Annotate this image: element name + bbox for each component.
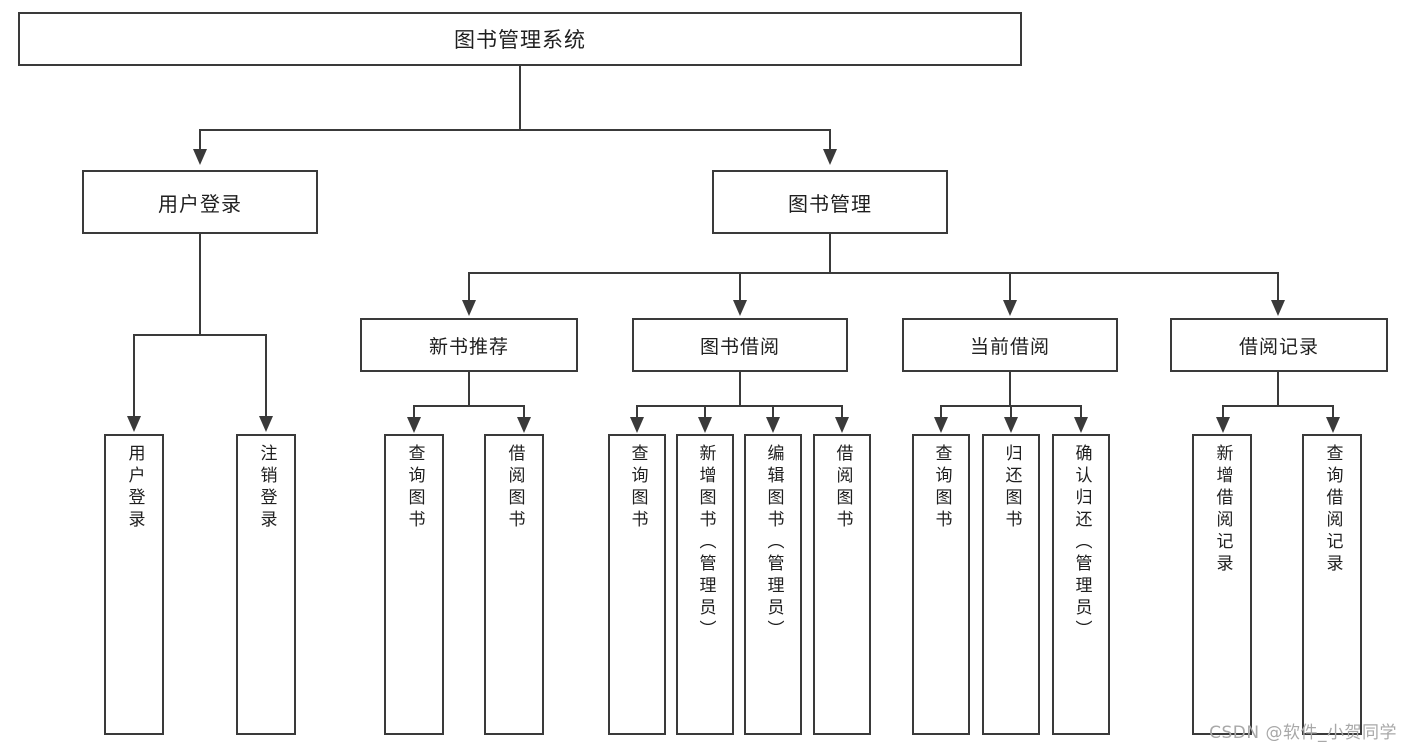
connector-bookborrow-drop-2 <box>704 405 706 419</box>
leaf-add-record[interactable]: 新增借阅记录 <box>1192 434 1252 735</box>
connector-currentborrow-stem <box>1009 372 1011 406</box>
leaf-query-record[interactable]: 查询借阅记录 <box>1302 434 1362 735</box>
node-label: 用户登录 <box>158 191 242 216</box>
connector-bookborrow-drop-1 <box>636 405 638 419</box>
node-borrow-record[interactable]: 借阅记录 <box>1170 318 1388 372</box>
arrow-to-leaf-return-book <box>1004 417 1018 433</box>
node-label: 图书借阅 <box>699 335 780 358</box>
node-user-login[interactable]: 用户登录 <box>82 170 318 234</box>
connector-root-stem <box>519 66 521 130</box>
leaf-label: 新增借阅记录 <box>1212 444 1233 576</box>
connector-bookmanage-stem <box>829 234 831 273</box>
arrow-to-user-login <box>193 149 207 165</box>
connector-borrowrecord-bar <box>1222 405 1334 407</box>
leaf-query-book-new[interactable]: 查询图书 <box>384 434 444 735</box>
arrow-to-leaf-confirm-return <box>1074 417 1088 433</box>
connector-bookmanage-drop-2 <box>739 272 741 302</box>
connector-bookmanage-drop-3 <box>1009 272 1011 302</box>
connector-currentborrow-drop-3 <box>1080 405 1082 419</box>
connector-newbook-drop-1 <box>413 405 415 419</box>
leaf-user-logout[interactable]: 注销登录 <box>236 434 296 735</box>
leaf-add-book[interactable]: 新增图书（管理员） <box>676 434 734 735</box>
arrow-to-borrow-record <box>1271 300 1285 316</box>
arrow-to-leaf-borrow-book-1 <box>517 417 531 433</box>
node-label: 图书管理 <box>788 191 872 216</box>
connector-borrowrecord-drop-2 <box>1332 405 1334 419</box>
connector-root-right-drop <box>829 129 831 151</box>
arrow-to-leaf-borrow-book-2 <box>835 417 849 433</box>
arrow-to-new-book-recommend <box>462 300 476 316</box>
connector-bookmanage-drop-4 <box>1277 272 1279 302</box>
leaf-query-book-current[interactable]: 查询图书 <box>912 434 970 735</box>
leaf-label: 编辑图书（管理员） <box>763 444 784 642</box>
arrow-to-book-borrow <box>733 300 747 316</box>
leaf-label: 新增图书（管理员） <box>695 444 716 642</box>
connector-newbook-bar <box>413 405 525 407</box>
node-root-system[interactable]: 图书管理系统 <box>18 12 1022 66</box>
arrow-to-leaf-user-login <box>127 416 141 432</box>
arrow-to-leaf-add-record <box>1216 417 1230 433</box>
node-label: 借阅记录 <box>1238 335 1319 358</box>
connector-currentborrow-drop-1 <box>940 405 942 419</box>
connector-userlogin-drop-2 <box>265 334 267 418</box>
leaf-label: 确认归还（管理员） <box>1071 444 1092 642</box>
connector-borrowrecord-stem <box>1277 372 1279 406</box>
arrow-to-leaf-user-logout <box>259 416 273 432</box>
leaf-borrow-book-new[interactable]: 借阅图书 <box>484 434 544 735</box>
leaf-label: 注销登录 <box>256 444 277 532</box>
connector-bookborrow-stem <box>739 372 741 406</box>
connector-bookborrow-bar <box>636 405 843 407</box>
leaf-return-book[interactable]: 归还图书 <box>982 434 1040 735</box>
connector-currentborrow-drop-2 <box>1010 405 1012 419</box>
arrow-to-leaf-query-book-3 <box>934 417 948 433</box>
leaf-user-login[interactable]: 用户登录 <box>104 434 164 735</box>
arrow-to-leaf-edit-book <box>766 417 780 433</box>
arrow-to-leaf-add-book <box>698 417 712 433</box>
connector-borrowrecord-drop-1 <box>1222 405 1224 419</box>
connector-bookborrow-drop-3 <box>772 405 774 419</box>
leaf-label: 查询图书 <box>404 444 425 532</box>
leaf-edit-book[interactable]: 编辑图书（管理员） <box>744 434 802 735</box>
connector-newbook-drop-2 <box>523 405 525 419</box>
arrow-to-leaf-query-book-1 <box>407 417 421 433</box>
connector-root-bar <box>199 129 831 131</box>
node-label: 新书推荐 <box>428 335 509 358</box>
leaf-label: 归还图书 <box>1001 444 1022 532</box>
connector-bookborrow-drop-4 <box>841 405 843 419</box>
leaf-label: 查询图书 <box>931 444 952 532</box>
node-label: 图书管理系统 <box>454 28 586 52</box>
connector-bookmanage-drop-1 <box>468 272 470 302</box>
leaf-label: 查询借阅记录 <box>1322 444 1343 576</box>
node-label: 当前借阅 <box>969 335 1050 358</box>
leaf-confirm-return[interactable]: 确认归还（管理员） <box>1052 434 1110 735</box>
connector-userlogin-bar <box>133 334 267 336</box>
connector-bookmanage-bar <box>468 272 1279 274</box>
connector-userlogin-stem <box>199 234 201 335</box>
leaf-label: 查询图书 <box>627 444 648 532</box>
arrow-to-leaf-query-book-2 <box>630 417 644 433</box>
node-current-borrow[interactable]: 当前借阅 <box>902 318 1118 372</box>
connector-newbook-stem <box>468 372 470 406</box>
connector-root-left-drop <box>199 129 201 151</box>
leaf-query-book-borrow[interactable]: 查询图书 <box>608 434 666 735</box>
leaf-borrow-book-borrow[interactable]: 借阅图书 <box>813 434 871 735</box>
leaf-label: 借阅图书 <box>504 444 525 532</box>
leaf-label: 借阅图书 <box>832 444 853 532</box>
node-book-borrow[interactable]: 图书借阅 <box>632 318 848 372</box>
node-book-manage[interactable]: 图书管理 <box>712 170 948 234</box>
arrow-to-current-borrow <box>1003 300 1017 316</box>
node-new-book-recommend[interactable]: 新书推荐 <box>360 318 578 372</box>
arrow-to-leaf-query-record <box>1326 417 1340 433</box>
arrow-to-book-manage <box>823 149 837 165</box>
leaf-label: 用户登录 <box>124 444 145 532</box>
connector-userlogin-drop-1 <box>133 334 135 418</box>
